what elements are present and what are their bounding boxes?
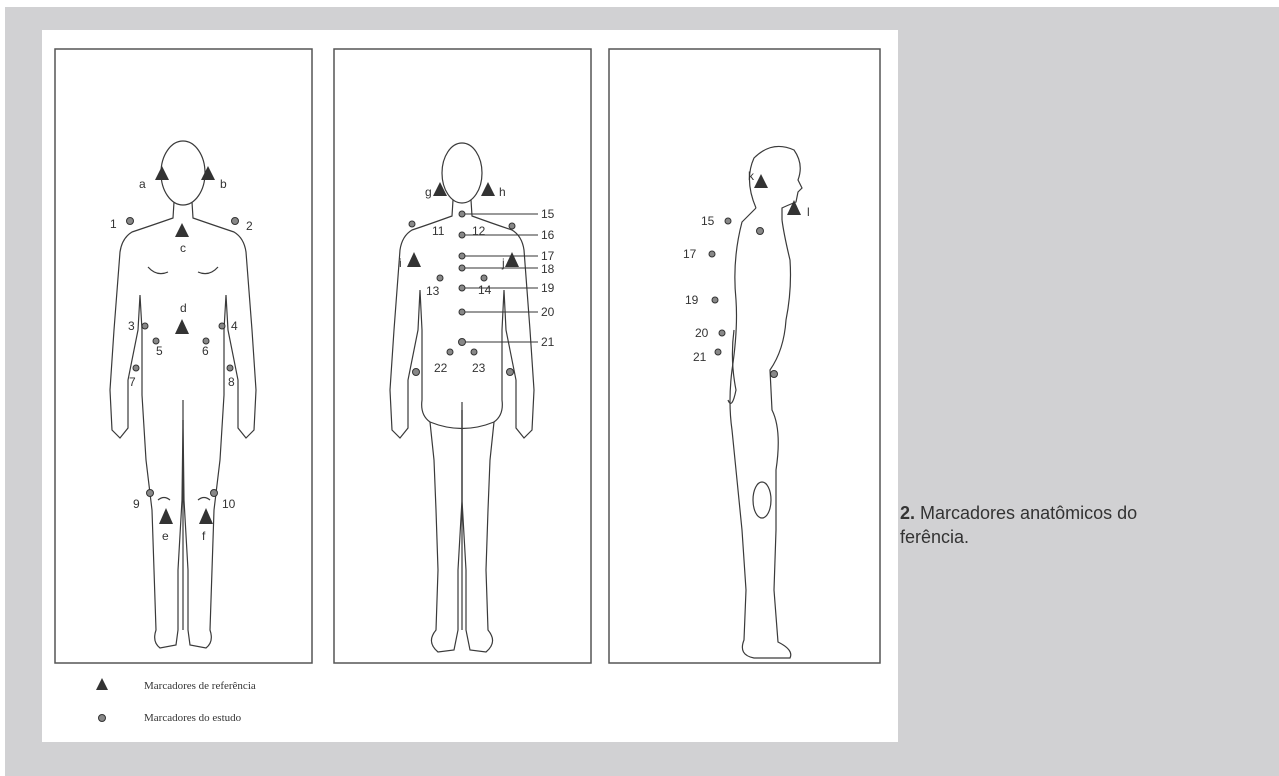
marker-label: g: [425, 185, 432, 199]
study-marker: [481, 275, 487, 281]
study-marker: [413, 369, 420, 376]
study-marker: [719, 330, 725, 336]
marker-label: 20: [695, 326, 709, 340]
marker-label: 8: [228, 375, 235, 389]
study-marker: [459, 265, 465, 271]
caption-text-line1: Marcadores anatômicos do: [915, 503, 1137, 523]
marker-label: 23: [472, 361, 486, 375]
legend-study-circle: [99, 715, 106, 722]
legend-study-label: Marcadores do estudo: [144, 712, 242, 724]
marker-label: i: [399, 256, 402, 270]
marker-label: c: [180, 241, 186, 255]
marker-label: f: [202, 529, 206, 543]
study-marker: [459, 232, 465, 238]
marker-label: 16: [541, 228, 555, 242]
study-marker: [771, 371, 778, 378]
marker-label: h: [499, 185, 506, 199]
reference-marker: [505, 252, 519, 267]
marker-label: k: [748, 169, 755, 183]
side-study-labels: 15 17 19 20 21: [683, 214, 715, 364]
marker-label: 19: [685, 293, 699, 307]
study-marker: [712, 297, 718, 303]
reference-marker: [754, 174, 768, 188]
side-reference-labels: k l: [748, 169, 810, 219]
reference-marker: [199, 508, 213, 524]
study-marker: [459, 339, 466, 346]
study-marker: [133, 365, 139, 371]
legend-reference-triangle: [96, 678, 108, 690]
legend-reference-label: Marcadores de referência: [144, 680, 256, 692]
back-study-markers: [409, 211, 515, 376]
reference-marker: [201, 166, 215, 180]
marker-label: 1: [110, 217, 117, 231]
marker-label: d: [180, 301, 187, 315]
study-marker: [219, 323, 225, 329]
marker-label: 7: [129, 375, 136, 389]
study-marker: [709, 251, 715, 257]
study-marker: [471, 349, 477, 355]
reference-marker: [481, 182, 495, 196]
marker-label: 15: [701, 214, 715, 228]
marker-label: 17: [541, 249, 555, 263]
study-marker: [715, 349, 721, 355]
study-marker: [507, 369, 514, 376]
reference-marker: [175, 319, 189, 334]
marker-label: a: [139, 177, 146, 191]
marker-label: 22: [434, 361, 448, 375]
reference-marker: [407, 252, 421, 267]
marker-label: 21: [693, 350, 707, 364]
marker-label: 19: [541, 281, 555, 295]
marker-label: 12: [472, 224, 486, 238]
marker-label: 3: [128, 319, 135, 333]
study-marker: [142, 323, 148, 329]
side-study-markers: [709, 218, 778, 378]
study-marker: [227, 365, 233, 371]
side-reference-markers: [754, 174, 801, 215]
marker-label: 21: [541, 335, 555, 349]
marker-label: 17: [683, 247, 697, 261]
marker-label: 9: [133, 497, 140, 511]
caption-number: 2.: [900, 503, 915, 523]
marker-label: 2: [246, 219, 253, 233]
marker-label: 18: [541, 262, 555, 276]
marker-label: 10: [222, 497, 236, 511]
study-marker: [459, 285, 465, 291]
study-marker: [447, 349, 453, 355]
study-marker: [459, 211, 465, 217]
study-marker: [147, 490, 154, 497]
study-marker: [459, 309, 465, 315]
caption-text-line2: ferência.: [900, 527, 969, 547]
study-marker: [211, 490, 218, 497]
study-marker: [232, 218, 239, 225]
reference-marker: [155, 166, 169, 180]
study-marker: [509, 223, 515, 229]
marker-label: 4: [231, 319, 238, 333]
study-marker: [459, 253, 465, 259]
side-body-outline: [728, 146, 802, 658]
reference-marker: [175, 223, 189, 237]
study-marker: [409, 221, 415, 227]
marker-label: 14: [478, 283, 492, 297]
figure-caption: 2. Marcadores anatômicos do ferência.: [900, 501, 1270, 549]
marker-label: 6: [202, 344, 209, 358]
anatomical-markers-figure: a b c d e f 1 2 3 4 5 6 7 8 9 10: [42, 30, 898, 742]
marker-label: 20: [541, 305, 555, 319]
marker-label: 15: [541, 207, 555, 221]
marker-label: 13: [426, 284, 440, 298]
marker-label: 11: [432, 224, 445, 238]
study-marker: [725, 218, 731, 224]
marker-label: b: [220, 177, 227, 191]
study-marker: [127, 218, 134, 225]
back-study-labels: 11 12 13 14 15 16 17 18 19 20 21 22 23: [426, 207, 555, 375]
study-marker: [757, 228, 764, 235]
reference-marker: [159, 508, 173, 524]
marker-label: 5: [156, 344, 163, 358]
marker-label: e: [162, 529, 169, 543]
marker-label: l: [807, 205, 810, 219]
reference-marker: [787, 200, 801, 215]
study-marker: [437, 275, 443, 281]
